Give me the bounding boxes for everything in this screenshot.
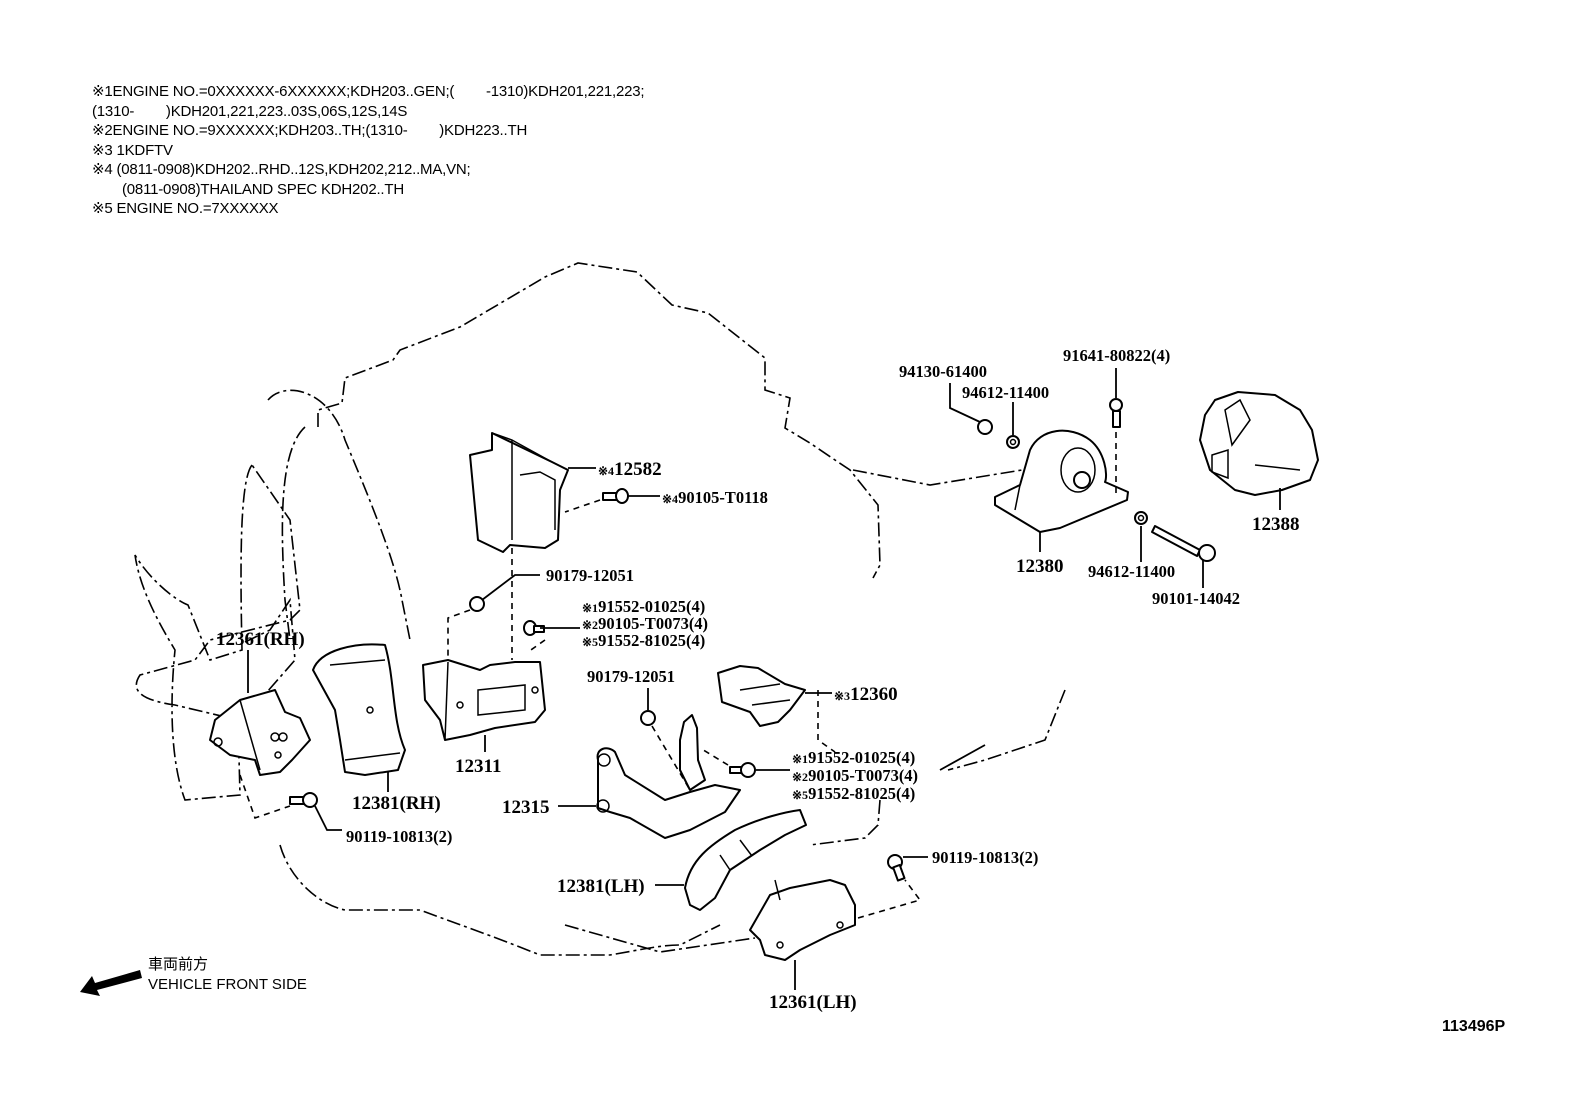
engine-outline-right-lower <box>947 689 1066 771</box>
vehicle-front-arrow-icon <box>80 970 142 996</box>
washer-94612-11400-bottom[interactable] <box>1134 511 1148 525</box>
engine-outline-lower2 <box>564 924 756 953</box>
part-12381-lh[interactable] <box>684 809 807 911</box>
dash-12361-lh <box>857 879 922 919</box>
part-12315[interactable] <box>596 714 741 839</box>
bolt-90119-10813-rh[interactable] <box>289 792 318 808</box>
dash-nut-down <box>447 609 471 672</box>
engine-outline-inner <box>267 389 411 641</box>
vehicle-front-indicator: 車両前方 VEHICLE FRONT SIDE <box>148 955 307 995</box>
label-90119-rh: 90119-10813(2) <box>346 827 452 846</box>
note-1-cont: (1310- )KDH201,221,223..03S,06S,12S,14S <box>92 102 408 120</box>
label-12360: ※312360 <box>834 684 898 705</box>
label-12582: ※412582 <box>598 459 662 480</box>
bolt-91641-80822[interactable] <box>1109 398 1123 428</box>
label-12381-rh: 12381(RH) <box>352 793 441 814</box>
engine-outline-rl2 <box>809 799 881 846</box>
note-5: ※5 ENGINE NO.=7XXXXXX <box>92 200 279 217</box>
label-94612-11400-top: 94612-11400 <box>962 383 1049 402</box>
engine-outline <box>317 262 881 579</box>
label-90179-12051-lower: 90179-12051 <box>587 667 675 686</box>
leader-90179-12051-upper <box>481 574 540 601</box>
part-12582[interactable] <box>469 432 569 553</box>
part-12388[interactable] <box>1199 391 1319 496</box>
label-group-a-3: ※591552-81025(4) <box>582 631 705 650</box>
front-label-english: VEHICLE FRONT SIDE <box>148 976 307 993</box>
engine-outline-lower <box>279 844 721 956</box>
dash-90105-T0118 <box>564 499 601 513</box>
label-90119-lh: 90119-10813(2) <box>932 848 1038 867</box>
nut-90179-12051-lower[interactable] <box>640 710 656 726</box>
label-12361-rh: 12361(RH) <box>216 629 305 650</box>
label-12381-lh: 12381(LH) <box>557 876 645 897</box>
label-12361-lh: 12361(LH) <box>769 992 857 1013</box>
bolt-90101-14042[interactable] <box>1151 525 1216 562</box>
engine-outline-left <box>281 426 306 641</box>
note-3: ※3 1KDFTV <box>92 141 173 159</box>
dash-group-b <box>699 747 729 766</box>
label-94130-61400: 94130-61400 <box>899 362 987 381</box>
label-group-b-1: ※191552-01025(4) <box>792 748 915 767</box>
note-4-cont: (0811-0908)THAILAND SPEC KDH202..TH <box>122 180 404 198</box>
bolt-90119-10813-lh[interactable] <box>887 854 906 882</box>
dash-group-a <box>527 639 546 653</box>
note-1: ※1ENGINE NO.=0XXXXXX-6XXXXXX;KDH203..GEN… <box>92 83 645 100</box>
fan-blade <box>244 597 296 701</box>
front-label-japanese: 車両前方 <box>148 956 209 973</box>
note-4: ※4 (0811-0908)KDH202..RHD..12S,KDH202,21… <box>92 161 471 178</box>
washer-94612-11400-top[interactable] <box>1006 435 1020 449</box>
part-12361-lh[interactable] <box>749 879 856 961</box>
leader-90119-rh <box>314 805 342 831</box>
leader-group-b-brace <box>939 744 986 771</box>
label-90101-14042: 90101-14042 <box>1152 589 1240 608</box>
part-12360[interactable] <box>717 665 806 727</box>
part-12361-rh[interactable] <box>209 689 311 776</box>
label-94612-11400-bottom: 94612-11400 <box>1088 562 1175 581</box>
label-12380: 12380 <box>1016 556 1064 577</box>
nut-90179-12051-upper[interactable] <box>469 596 485 612</box>
illustration-code: 113496P <box>1442 1018 1506 1035</box>
cooling-fan-outline <box>134 463 301 801</box>
nut-94130-61400[interactable] <box>977 419 993 435</box>
label-12315: 12315 <box>502 797 550 818</box>
label-group-a-2: ※290105-T0073(4) <box>582 614 708 633</box>
label-90105-T0118: ※490105-T0118 <box>662 488 768 507</box>
part-12381-rh[interactable] <box>312 643 406 776</box>
engine-outline-right <box>852 469 1023 486</box>
applicability-notes: ※1ENGINE NO.=0XXXXXX-6XXXXXX;KDH203..GEN… <box>92 82 645 219</box>
label-90179-12051-upper: 90179-12051 <box>546 566 634 585</box>
bolt-group-b[interactable] <box>729 762 756 778</box>
note-2: ※2ENGINE NO.=9XXXXXX;KDH203..TH;(1310- )… <box>92 122 528 139</box>
label-group-b-3: ※591552-81025(4) <box>792 784 915 803</box>
dash-nut-lower <box>651 725 691 791</box>
label-12388: 12388 <box>1252 514 1300 535</box>
dash-12361-rh <box>239 774 291 820</box>
part-12311[interactable] <box>422 659 546 741</box>
dash-12360-down <box>817 690 836 753</box>
label-group-b-2: ※290105-T0073(4) <box>792 766 918 785</box>
part-12380[interactable] <box>994 429 1129 533</box>
bolt-group-a[interactable] <box>523 620 545 636</box>
bolt-90105-T0118[interactable] <box>602 488 629 504</box>
label-group-a-1: ※191552-01025(4) <box>582 597 705 616</box>
label-91641-80822: 91641-80822(4) <box>1063 346 1170 365</box>
label-12311: 12311 <box>455 756 501 777</box>
leader-94130 <box>949 383 981 423</box>
